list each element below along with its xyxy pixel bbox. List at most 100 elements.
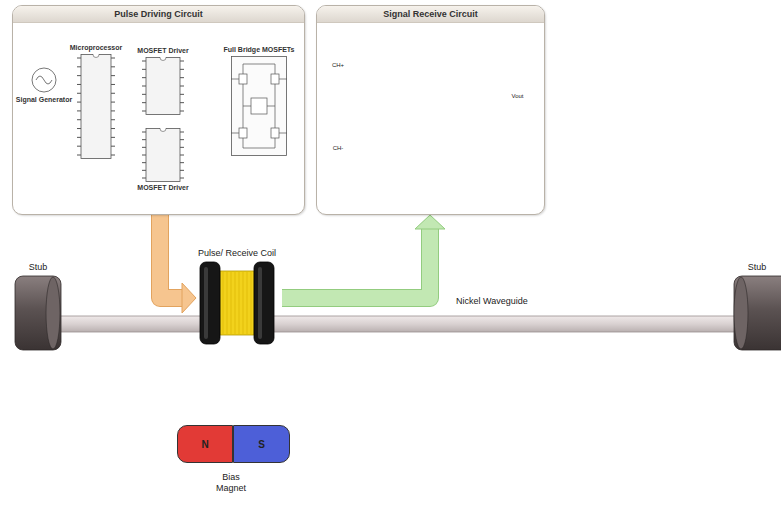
circuit-panel: Signal Receive Circuit [316, 5, 545, 215]
ic-pin [142, 61, 146, 62]
ic-pin [77, 93, 81, 94]
coil-flange [200, 262, 220, 344]
stub-cylinder [733, 275, 781, 351]
ic-pin [180, 69, 184, 70]
ic-pin [77, 58, 81, 59]
ic-pin [77, 155, 81, 156]
signal-name: CH+ [327, 62, 349, 69]
signal-generator: Signal Generator [14, 66, 74, 104]
winding-stroke [239, 272, 240, 334]
ic-pin [142, 139, 146, 140]
panel-title: Signal Receive Circuit [383, 9, 478, 19]
node-label: MOSFET Driver [137, 47, 188, 55]
coil-winding [220, 271, 254, 335]
ic-pin [142, 69, 146, 70]
winding-stroke [251, 272, 252, 334]
mosfet-symbol [271, 74, 279, 84]
ic-pin [111, 102, 115, 103]
ic-chip [142, 57, 184, 115]
nickel-waveguide-rod [60, 316, 740, 332]
circuit-panel: Pulse Driving CircuitSignal GeneratorMic… [12, 5, 305, 215]
pole-letter: S [258, 439, 265, 450]
ic-pin [77, 119, 81, 120]
ic-pin [180, 178, 184, 179]
stub-face [46, 277, 60, 349]
node-label: Full Bridge MOSFETs [223, 46, 294, 54]
ic-pin [180, 111, 184, 112]
coil-flange [254, 262, 274, 344]
ic-chip [77, 54, 115, 159]
ic-pin [142, 94, 146, 95]
ic-pin [142, 86, 146, 87]
ic-notch [160, 57, 166, 61]
ic-body [146, 129, 180, 182]
arrow-outline [160, 215, 183, 298]
block-arrow [160, 215, 196, 313]
block-arrow [282, 215, 445, 298]
winding-stroke [243, 272, 244, 334]
ic-pin [180, 94, 184, 95]
mosfet-driver-chip: MOSFET Driver [134, 47, 192, 115]
stub-cylinder: Stub [733, 262, 781, 351]
winding-stroke [231, 272, 232, 334]
magnet-north: N [177, 425, 233, 463]
ic-notch [93, 54, 99, 58]
stub-cylinder: Stub [10, 262, 66, 351]
winding-stroke [247, 272, 248, 334]
ic-pin [180, 155, 184, 156]
flange-highlight [204, 267, 208, 339]
signal-generator-symbol [30, 66, 58, 94]
full-bridge-symbol [231, 56, 287, 156]
mosfet-symbol [239, 128, 247, 138]
magnet-south: S [233, 425, 290, 463]
coil-figure [196, 261, 278, 345]
ic-pin [180, 170, 184, 171]
signal-name: Vout [504, 93, 531, 100]
signal-name: CH- [327, 145, 349, 152]
stub-body [15, 276, 61, 350]
node-label: Signal Generator [16, 96, 72, 104]
winding-stroke [227, 272, 228, 334]
ic-pin [77, 66, 81, 67]
load-box [251, 98, 267, 114]
full-bridge-box: Full Bridge MOSFETs [222, 46, 297, 156]
ic-pin [142, 102, 146, 103]
ic-pin [180, 162, 184, 163]
mosfet-driver-chip: MOSFET Driver [134, 128, 192, 192]
panel-title: Pulse Driving Circuit [114, 9, 203, 19]
stub-body [734, 276, 781, 350]
part-label: Bias Magnet [211, 472, 251, 494]
ic-pin [142, 132, 146, 133]
arrow-outline [282, 228, 430, 298]
ic-body [146, 58, 180, 115]
ic-pin [180, 139, 184, 140]
mosfet-symbol [271, 128, 279, 138]
ic-pin [180, 102, 184, 103]
ic-pin [77, 137, 81, 138]
ic-pin [111, 58, 115, 59]
ic-pin [111, 75, 115, 76]
ic-pin [111, 110, 115, 111]
node-label: Pulse/ Receive Coil [198, 248, 276, 259]
ic-pin [111, 93, 115, 94]
ic-pin [180, 132, 184, 133]
ic-pin [77, 102, 81, 103]
ic-pin [111, 137, 115, 138]
arrow-body [160, 215, 183, 298]
microprocessor-chip: Microprocessor [68, 44, 124, 159]
ic-pin [111, 146, 115, 147]
bridge-outline [232, 57, 287, 156]
node-label: MOSFET Driver [137, 184, 188, 192]
node-label: Stub [748, 262, 767, 273]
winding-stroke [223, 272, 224, 334]
ic-chip [142, 128, 184, 182]
ic-pin [142, 170, 146, 171]
ic-pin [111, 155, 115, 156]
ic-pin [77, 110, 81, 111]
part-label: Nickel Waveguide [456, 296, 576, 307]
ic-pin [142, 147, 146, 148]
panel-header: Pulse Driving Circuit [13, 6, 304, 23]
ic-pin [142, 111, 146, 112]
mosfet-symbol [239, 74, 247, 84]
ic-pin [142, 155, 146, 156]
